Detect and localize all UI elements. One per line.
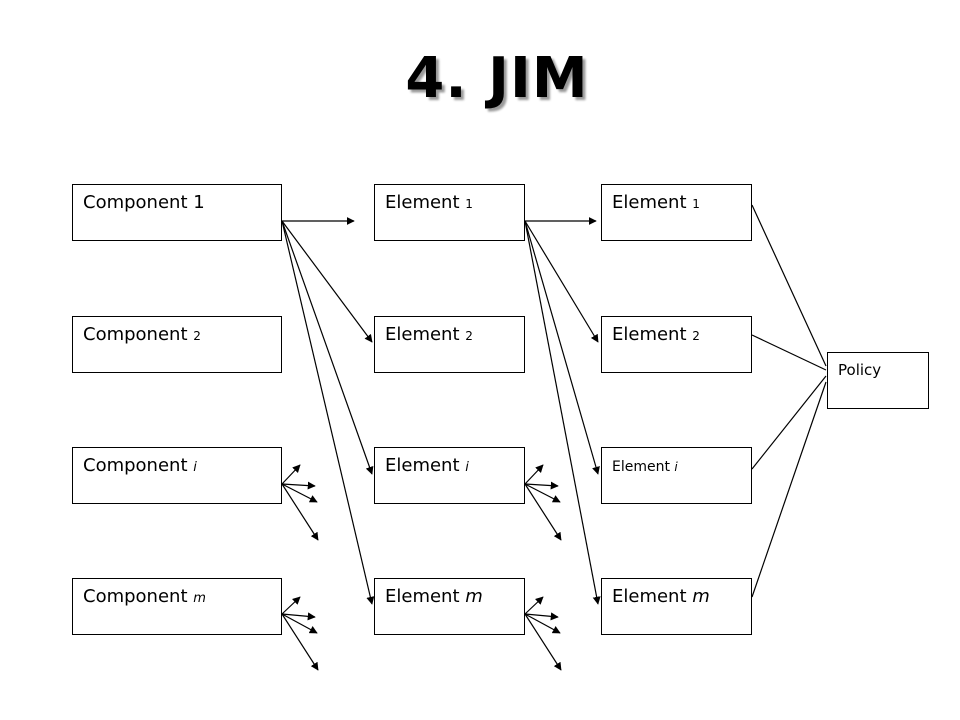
- component-2-box: Component 2: [72, 316, 282, 373]
- fan-eam-3: [524, 613, 561, 634]
- edge-ebm-policy: [751, 381, 827, 598]
- element-b-1-label: Element: [612, 192, 687, 213]
- element-b-i-index: i: [674, 460, 678, 474]
- component-m-label: Component: [83, 586, 188, 607]
- component-i-box: Component i: [72, 447, 282, 504]
- slide-title: 4. JIM: [405, 46, 589, 111]
- component-m-box: Component m: [72, 578, 282, 635]
- component-2-label: Component: [83, 324, 188, 345]
- element-a-m-label: Element: [385, 586, 460, 607]
- element-b-m-index: m: [692, 586, 710, 607]
- edge-ea1-eb2: [524, 220, 599, 343]
- edge-eb2-policy: [751, 334, 827, 371]
- element-b-2-index: 2: [692, 329, 700, 343]
- element-b-m-label: Element: [612, 586, 687, 607]
- edge-c1-em: [281, 220, 375, 605]
- component-m-index: m: [193, 591, 206, 606]
- element-b-i-box: Element i: [601, 447, 752, 504]
- element-b-2-label: Element: [612, 324, 687, 345]
- fan-eai-2: [524, 481, 559, 490]
- element-a-1-index: 1: [465, 197, 473, 211]
- component-1-box: Component 1: [72, 184, 282, 241]
- element-b-1-index: 1: [692, 197, 700, 211]
- component-i-index: i: [193, 460, 197, 475]
- element-b-2-box: Element 2: [601, 316, 752, 373]
- fan-ci-3: [281, 483, 318, 503]
- edge-ea1-ebi: [524, 220, 600, 475]
- element-a-2-label: Element: [385, 324, 460, 345]
- fan-eam-4: [524, 613, 562, 671]
- fan-ci-1: [281, 464, 301, 485]
- fan-cm-2: [281, 612, 316, 621]
- fan-ci-2: [281, 481, 316, 490]
- edge-eb1-policy: [751, 204, 827, 367]
- edge-ebi-policy: [751, 375, 827, 470]
- element-a-i-label: Element: [385, 455, 460, 476]
- component-1-index: 1: [193, 192, 205, 213]
- component-2-index: 2: [193, 329, 201, 343]
- element-b-m-box: Element m: [601, 578, 752, 635]
- element-a-2-index: 2: [465, 329, 473, 343]
- component-i-label: Component: [83, 455, 188, 476]
- fan-ci-4: [281, 483, 319, 541]
- fan-eai-1: [524, 464, 544, 485]
- element-a-m-index: m: [465, 586, 483, 607]
- policy-label: Policy: [838, 361, 882, 379]
- element-b-1-box: Element 1: [601, 184, 752, 241]
- element-a-1-box: Element 1: [374, 184, 525, 241]
- fan-cm-4: [281, 613, 319, 671]
- element-b-i-label: Element: [612, 459, 670, 475]
- element-a-i-box: Element i: [374, 447, 525, 504]
- fan-cm-1: [281, 596, 301, 615]
- edge-ea1-ebm: [524, 220, 601, 605]
- edge-c1-ei: [281, 220, 374, 475]
- component-1-label: Component: [83, 192, 188, 213]
- fan-eam-1: [524, 596, 544, 615]
- element-a-1-label: Element: [385, 192, 460, 213]
- fan-cm-3: [281, 613, 318, 634]
- edge-c1-e2: [281, 220, 373, 343]
- element-a-2-box: Element 2: [374, 316, 525, 373]
- fan-eam-2: [524, 612, 559, 621]
- element-a-m-box: Element m: [374, 578, 525, 635]
- fan-eai-4: [524, 483, 562, 541]
- fan-eai-3: [524, 483, 561, 503]
- element-a-i-index: i: [465, 460, 469, 475]
- policy-box: Policy: [827, 352, 929, 409]
